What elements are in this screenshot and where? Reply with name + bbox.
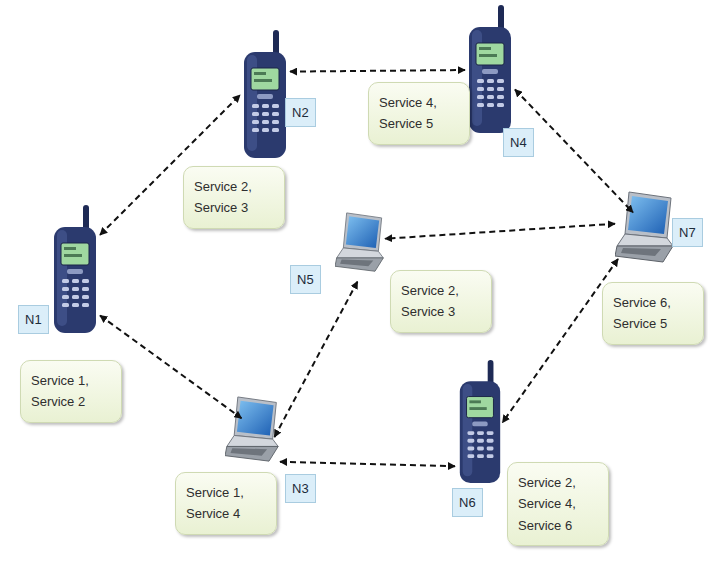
service-box: Service 2, Service 4, Service 6 [507, 462, 609, 546]
node-label: N5 [290, 265, 321, 294]
node-label: N1 [18, 305, 49, 334]
dashed-link [280, 462, 455, 467]
service-box: Service 4, Service 5 [368, 82, 470, 145]
dashed-link [275, 282, 358, 438]
device-node: N4Service 4, Service 5 [465, 5, 515, 135]
node-label: N4 [503, 128, 534, 157]
service-box: Service 2, Service 3 [183, 166, 285, 229]
node-label: N6 [452, 488, 483, 517]
service-box: Service 1, Service 2 [20, 360, 122, 423]
dashed-link [385, 224, 615, 239]
device-node: N1Service 1, Service 2 [50, 205, 100, 335]
service-box: Service 6, Service 5 [602, 282, 704, 345]
dashed-link [503, 259, 619, 423]
device-node: N7Service 6, Service 5 [615, 190, 675, 265]
device-node: N5Service 2, Service 3 [335, 205, 385, 280]
device-node: N6Service 2, Service 4, Service 6 [455, 360, 505, 485]
node-label: N3 [285, 474, 316, 503]
service-box: Service 2, Service 3 [390, 270, 492, 333]
device-node: N2Service 2, Service 3 [240, 30, 290, 160]
device-node: N3Service 1, Service 4 [225, 392, 280, 467]
node-label: N2 [285, 98, 316, 127]
node-label: N7 [672, 218, 703, 247]
service-box: Service 1, Service 4 [175, 472, 277, 535]
dashed-link [290, 70, 465, 72]
